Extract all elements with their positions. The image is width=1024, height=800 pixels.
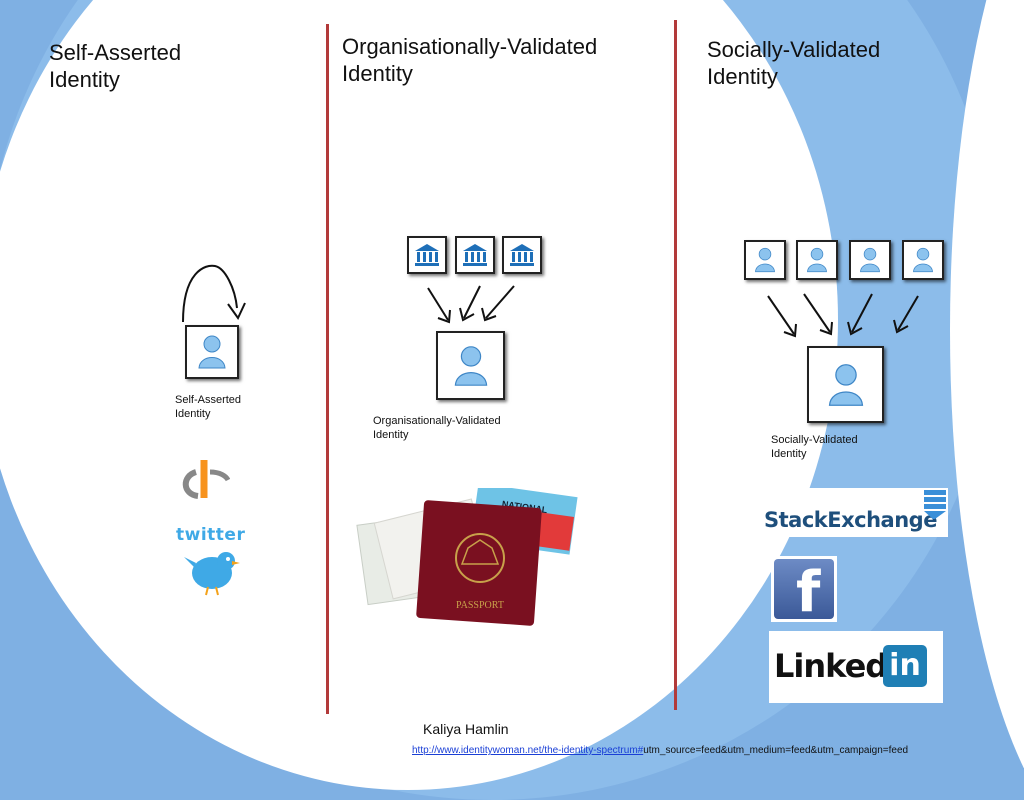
- social-validated-title: Socially-Validated Identity: [707, 37, 881, 89]
- source-url-link[interactable]: http://www.identitywoman.net/the-identit…: [412, 745, 644, 756]
- person-icon: [807, 247, 827, 273]
- divider-left: [326, 24, 329, 714]
- person-icon: [755, 247, 775, 273]
- passport-documents-image: NATIONAL PASSPORT: [356, 488, 578, 626]
- stackexchange-logo: StackExchange: [762, 488, 948, 537]
- twitter-logo: twitter: [176, 525, 248, 597]
- twitter-bird-icon: [184, 552, 240, 596]
- self-loop-arrow: [182, 264, 246, 323]
- person-icon: [198, 335, 226, 369]
- org-identity-tile: [436, 331, 505, 400]
- passport-label: PASSPORT: [456, 600, 504, 611]
- openid-logo: [182, 460, 230, 499]
- facebook-logo: f: [771, 556, 837, 622]
- self-asserted-title: Self-Asserted Identity: [49, 40, 182, 92]
- source-url-params: utm_source=feed&utm_medium=feed&utm_camp…: [643, 745, 909, 756]
- institution-tile-3: [502, 236, 542, 274]
- peer-tile-2: [796, 240, 838, 280]
- stackexchange-mark-icon: [924, 490, 946, 519]
- bank-icon: [415, 244, 439, 266]
- bank-icon: [463, 244, 487, 266]
- bank-icon: [510, 244, 534, 266]
- person-icon: [860, 247, 880, 273]
- institution-tile-1: [407, 236, 447, 274]
- source-url[interactable]: http://www.identitywoman.net/the-identit…: [412, 745, 908, 756]
- org-validated-title: Organisationally-Validated Identity: [342, 34, 598, 86]
- peer-tile-4: [902, 240, 944, 280]
- peer-tile-3: [849, 240, 891, 280]
- self-asserted-caption: Self-Asserted Identity: [175, 394, 242, 420]
- org-validated-caption: Organisationally-Validated Identity: [373, 415, 501, 441]
- linkedin-in-badge: in: [883, 645, 927, 687]
- linkedin-logo: Linked in: [769, 631, 943, 703]
- background-circle: [0, 0, 838, 790]
- person-icon: [828, 363, 863, 406]
- social-identity-tile: [807, 346, 884, 423]
- stackexchange-wordmark: StackExchange: [764, 508, 937, 532]
- twitter-wordmark: twitter: [176, 525, 246, 545]
- social-arrows: [767, 293, 919, 338]
- divider-right: [674, 20, 677, 710]
- org-arrows: [427, 285, 515, 324]
- peer-tile-1: [744, 240, 786, 280]
- author-name: Kaliya Hamlin: [423, 721, 509, 737]
- person-icon: [454, 345, 487, 386]
- institution-tile-2: [455, 236, 495, 274]
- social-validated-caption: Socially-Validated Identity: [771, 434, 858, 460]
- facebook-f-glyph: f: [796, 560, 821, 620]
- self-identity-tile: [185, 325, 239, 379]
- person-icon: [913, 247, 933, 273]
- linkedin-wordmark: Linked: [774, 647, 888, 685]
